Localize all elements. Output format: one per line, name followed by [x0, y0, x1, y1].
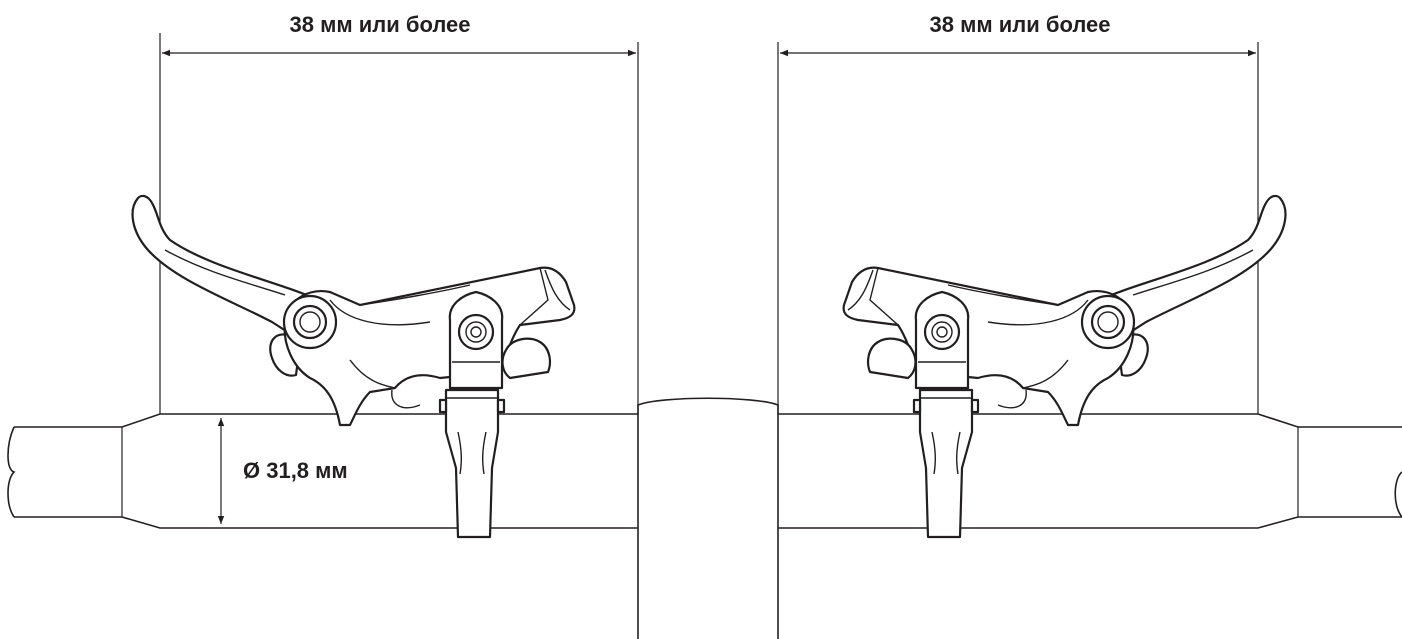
right-brake-lever: [842, 194, 1287, 539]
left-brake-lever: [131, 194, 576, 539]
diameter-label: Ø 31,8 мм: [243, 458, 348, 483]
left-width-label: 38 мм или более: [289, 12, 470, 37]
right-width-dimension: 38 мм или более: [777, 12, 1259, 414]
handlebar: [7, 397, 1402, 639]
right-width-label: 38 мм или более: [929, 12, 1110, 37]
diameter-dimension: Ø 31,8 мм: [217, 418, 348, 524]
